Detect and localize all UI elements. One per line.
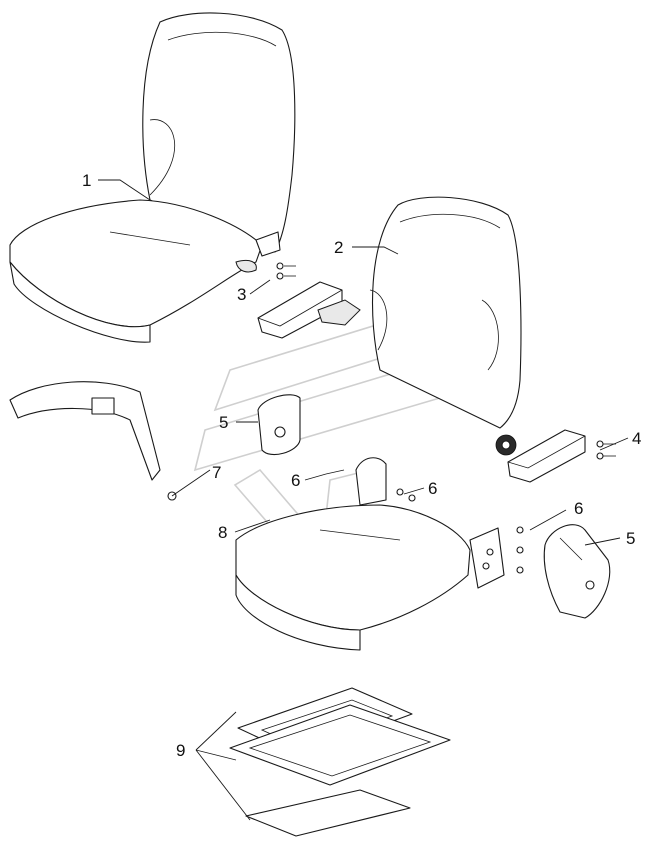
part-3-left-armrest [257, 262, 361, 339]
part-5-side-cover-right [543, 524, 611, 619]
part-9-suspension-base [229, 687, 451, 837]
leader-lines [98, 179, 629, 821]
callout-8: 8 [218, 523, 227, 542]
part-5-side-cover-left [257, 394, 301, 455]
callout-9: 9 [176, 741, 185, 760]
part-1-complete-seat [9, 12, 296, 343]
callout-1: 1 [82, 171, 91, 190]
callout-5-right: 5 [626, 529, 635, 548]
callout-7: 7 [212, 463, 221, 482]
part-4-right-armrest [507, 429, 616, 483]
callout-3: 3 [237, 285, 246, 304]
part-2-backrest [369, 196, 522, 456]
callout-6-left: 6 [291, 471, 300, 490]
part-6-brackets [325, 457, 524, 589]
callout-6-middle: 6 [428, 479, 437, 498]
callout-4: 4 [632, 429, 641, 448]
part-7-lap-belt [9, 381, 177, 501]
callout-2: 2 [334, 238, 343, 257]
callout-5-left: 5 [219, 413, 228, 432]
part-8-seat-cushion [235, 504, 471, 651]
callout-6-right: 6 [574, 499, 583, 518]
